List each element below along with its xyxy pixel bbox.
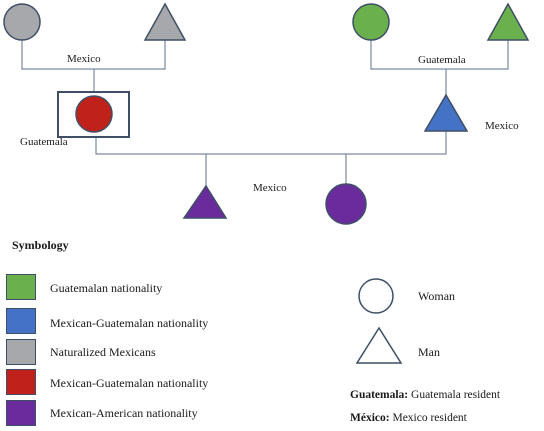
note-mexico: México: Mexico resident — [350, 412, 467, 425]
legend-woman-label: Woman — [418, 289, 456, 303]
note-mexico-key: México: — [350, 412, 390, 424]
tree-connectors — [21, 40, 509, 186]
legend-title: Symbology — [12, 238, 69, 252]
left-parents-place-label: Mexico — [67, 53, 101, 65]
mother-woman-icon — [75, 95, 113, 133]
note-guatemala: Guatemala: Guatemala resident — [350, 389, 501, 402]
note-guatemala-key: Guatemala: — [350, 389, 409, 401]
legend-swatch-green — [6, 274, 36, 300]
children-place-label: Mexico — [253, 182, 287, 194]
legend-label-blue: Mexican-Guatemalan nationality — [50, 316, 209, 330]
man-legend-icon — [356, 326, 403, 364]
legend-swatch-purple — [6, 400, 36, 426]
legend-swatch-gray — [6, 339, 36, 365]
grandmother-right-woman-icon — [352, 3, 390, 41]
right-couple-line — [370, 40, 509, 70]
parents-couple-line — [95, 131, 447, 155]
grandfather-left-man-icon — [143, 2, 187, 41]
note-mexico-value: Mexico resident — [389, 412, 467, 424]
woman-legend-icon — [358, 278, 394, 314]
mother-place-label: Guatemala — [20, 136, 68, 148]
father-place-label: Mexico — [485, 120, 519, 132]
son-man-icon — [182, 184, 228, 219]
daughter-woman-icon — [325, 183, 367, 225]
legend-label-purple: Mexican-American nationality — [50, 406, 198, 420]
father-man-icon — [423, 93, 469, 132]
grandfather-right-man-icon — [486, 2, 530, 41]
legend-label-gray: Naturalized Mexicans — [50, 345, 156, 359]
legend-swatch-blue — [6, 308, 36, 334]
note-guatemala-value: Guatemala resident — [408, 389, 501, 401]
index-person-box — [57, 91, 130, 138]
legend-label-red: Mexican-Guatemalan nationality — [50, 376, 209, 390]
family-tree — [3, 2, 530, 225]
grandmother-left-woman-icon — [3, 3, 41, 41]
right-parents-place-label: Guatemala — [418, 54, 466, 66]
legend-label-green: Guatemalan nationality — [50, 281, 163, 295]
shape-legend — [356, 278, 403, 364]
legend-swatch-red — [6, 369, 36, 395]
legend-man-label: Man — [418, 345, 440, 359]
